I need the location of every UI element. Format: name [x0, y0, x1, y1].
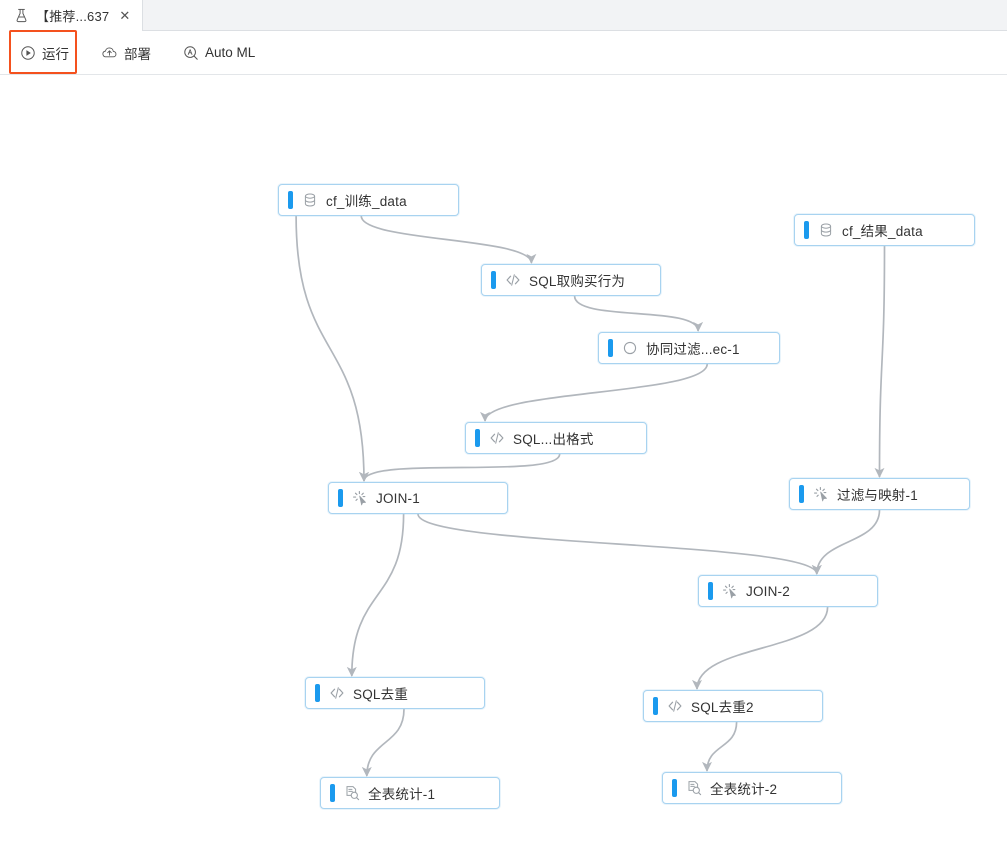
- node-cf_result[interactable]: cf_结果_data: [794, 214, 975, 246]
- node-stats1[interactable]: 全表统计-1: [320, 777, 500, 809]
- node-accent-bar: [804, 221, 809, 239]
- node-label: JOIN-2: [746, 583, 790, 599]
- flask-icon: [14, 8, 29, 23]
- sparkle-icon: [352, 490, 368, 506]
- edge-sql_buy-to-cf_rec: [573, 295, 704, 332]
- node-join2[interactable]: JOIN-2: [698, 575, 878, 607]
- database-icon: [818, 222, 834, 238]
- edge-join2-to-sql_dedup2: [692, 606, 829, 690]
- node-accent-bar: [672, 779, 677, 797]
- node-label: 过滤与映射-1: [837, 488, 918, 503]
- edge-cf_train-to-join1: [295, 215, 369, 482]
- doc-search-icon: [686, 780, 702, 796]
- code-icon: [489, 430, 505, 446]
- edge-sql_dedup2-to-stats2: [702, 721, 738, 772]
- edge-sql_dedup-to-stats1: [361, 708, 405, 777]
- deploy-button[interactable]: 部署: [91, 38, 161, 68]
- node-accent-bar: [475, 429, 480, 447]
- toolbar: 运行 部署 Auto ML: [0, 31, 1007, 75]
- circle-icon: [622, 340, 638, 356]
- node-label: cf_结果_data: [842, 224, 923, 239]
- node-join1[interactable]: JOIN-1: [328, 482, 508, 514]
- node-cf_train[interactable]: cf_训练_data: [278, 184, 459, 216]
- node-label: SQL...出格式: [513, 432, 594, 447]
- magnifier-a-icon: [183, 45, 199, 61]
- sparkle-icon: [722, 583, 738, 599]
- node-accent-bar: [315, 684, 320, 702]
- node-sql_dedup[interactable]: SQL去重: [305, 677, 485, 709]
- doc-search-icon: [344, 785, 360, 801]
- node-cf_rec[interactable]: 协同过滤...ec-1: [598, 332, 780, 364]
- node-sql_buy[interactable]: SQL取购买行为: [481, 264, 661, 296]
- tab-label: 【推荐...637: [36, 9, 110, 24]
- node-accent-bar: [799, 485, 804, 503]
- edge-layer: [295, 215, 886, 777]
- edge-cf_train-to-sql_buy: [360, 215, 537, 264]
- deploy-label: 部署: [124, 46, 151, 62]
- auto-ml-label: Auto ML: [205, 45, 256, 60]
- edge-join1-to-sql_dedup: [346, 513, 405, 677]
- node-sql_dedup2[interactable]: SQL去重2: [643, 690, 823, 722]
- run-button[interactable]: 运行: [10, 38, 79, 68]
- node-label: SQL去重: [353, 687, 409, 702]
- node-label: 协同过滤...ec-1: [646, 342, 740, 357]
- tab-bar: 【推荐...637 ✕: [0, 0, 1007, 31]
- node-label: 全表统计-1: [368, 787, 436, 802]
- node-sql_format[interactable]: SQL...出格式: [465, 422, 647, 454]
- edge-sql_format-to-join1: [359, 453, 561, 482]
- cloud-upload-icon: [101, 45, 118, 61]
- node-label: cf_训练_data: [326, 194, 407, 209]
- node-accent-bar: [608, 339, 613, 357]
- edge-cf_result-to-filter_map: [874, 245, 886, 478]
- node-accent-bar: [653, 697, 658, 715]
- node-label: SQL去重2: [691, 700, 754, 715]
- node-accent-bar: [338, 489, 343, 507]
- node-label: JOIN-1: [376, 490, 420, 506]
- code-icon: [329, 685, 345, 701]
- auto-ml-button[interactable]: Auto ML: [173, 38, 265, 68]
- close-icon[interactable]: ✕: [119, 7, 131, 23]
- node-label: SQL取购买行为: [529, 274, 626, 289]
- node-accent-bar: [491, 271, 496, 289]
- code-icon: [505, 272, 521, 288]
- code-icon: [667, 698, 683, 714]
- node-stats2[interactable]: 全表统计-2: [662, 772, 842, 804]
- node-filter_map[interactable]: 过滤与映射-1: [789, 478, 970, 510]
- node-label: 全表统计-2: [710, 782, 778, 797]
- node-accent-bar: [288, 191, 293, 209]
- node-accent-bar: [708, 582, 713, 600]
- node-accent-bar: [330, 784, 335, 802]
- database-icon: [302, 192, 318, 208]
- sparkle-icon: [813, 486, 829, 502]
- tab-experiment[interactable]: 【推荐...637 ✕: [0, 0, 144, 31]
- play-circle-icon: [20, 45, 36, 61]
- edge-join1-to-join2: [417, 513, 822, 575]
- run-label: 运行: [42, 46, 69, 62]
- edge-filter_map-to-join2: [811, 509, 881, 575]
- edge-cf_rec-to-sql_format: [480, 363, 709, 422]
